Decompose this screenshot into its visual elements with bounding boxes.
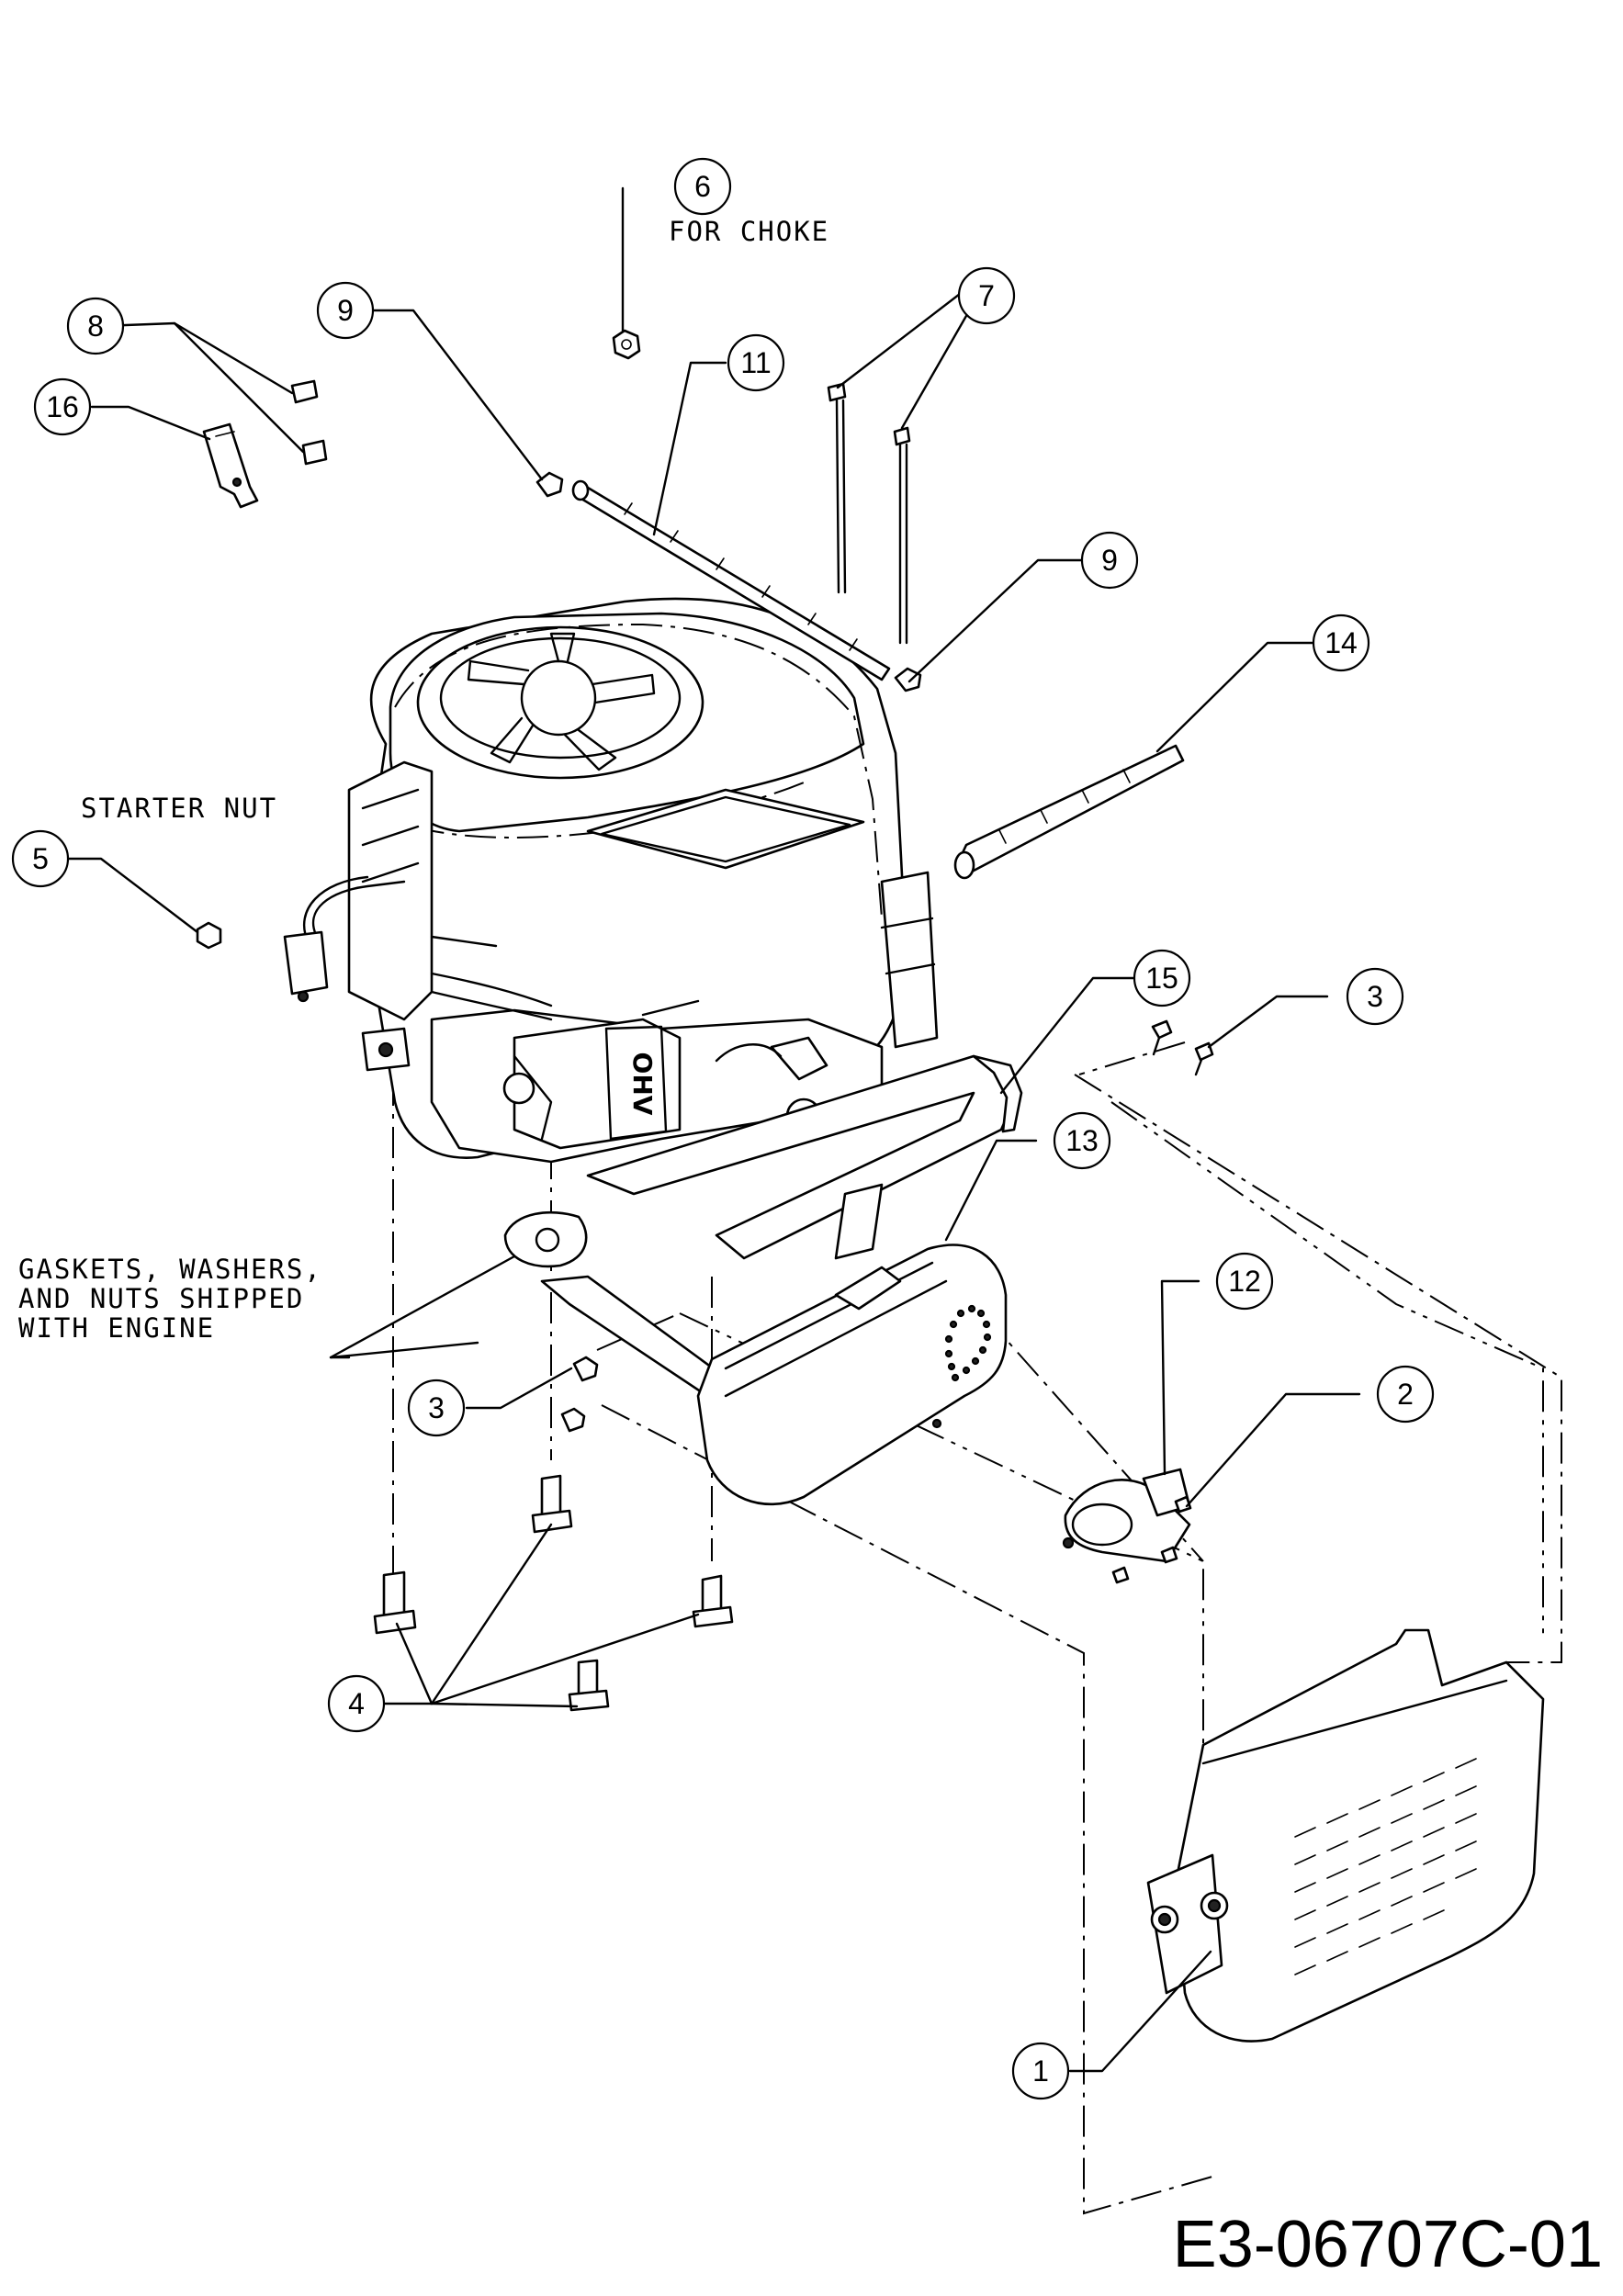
tube-14-bands bbox=[998, 769, 1131, 844]
callout-16: 16 bbox=[33, 377, 92, 436]
engine-ohv-label: OHV bbox=[627, 1052, 658, 1116]
svg-text:2: 2 bbox=[1397, 1378, 1414, 1411]
part-16-bracket bbox=[202, 422, 259, 509]
svg-text:15: 15 bbox=[1145, 962, 1178, 995]
callout-8: 8 bbox=[66, 297, 125, 355]
part-2-screw-b bbox=[1160, 1546, 1178, 1564]
svg-text:3: 3 bbox=[428, 1391, 445, 1424]
guard-slots bbox=[1294, 1758, 1477, 1975]
svg-text:3: 3 bbox=[1367, 980, 1383, 1013]
part-7-cable-ties bbox=[827, 382, 911, 645]
callout-6: 6 bbox=[673, 157, 732, 216]
svg-text:7: 7 bbox=[978, 279, 995, 312]
callout-12: 12 bbox=[1215, 1252, 1274, 1311]
callout-4: 4 bbox=[327, 1674, 386, 1733]
tube-11-bands bbox=[624, 502, 858, 651]
note-for-choke: FOR CHOKE bbox=[669, 216, 829, 247]
svg-text:6: 6 bbox=[694, 170, 711, 203]
svg-text:5: 5 bbox=[32, 842, 49, 875]
note-gaskets-line3: WITH ENGINE bbox=[18, 1312, 215, 1344]
callout-2: 2 bbox=[1376, 1365, 1435, 1424]
callout-11: 11 bbox=[727, 333, 785, 392]
callout-9b: 9 bbox=[1080, 531, 1139, 590]
callout-13: 13 bbox=[1053, 1111, 1111, 1170]
part-5-nut bbox=[196, 921, 222, 950]
svg-text:14: 14 bbox=[1324, 626, 1358, 659]
callout-3a: 3 bbox=[1346, 967, 1404, 1026]
svg-text:4: 4 bbox=[348, 1687, 365, 1720]
engine: OHV bbox=[283, 597, 939, 1164]
callout-balloons: 6 8 9 7 11 16 9 14 bbox=[11, 157, 1435, 2100]
note-starter-nut: STARTER NUT bbox=[81, 793, 277, 824]
part-3-screw-a bbox=[1151, 1019, 1173, 1040]
note-gaskets-line1: GASKETS, WASHERS, bbox=[18, 1254, 322, 1285]
callout-7: 7 bbox=[957, 266, 1016, 325]
callout-15: 15 bbox=[1133, 949, 1191, 1007]
part-3-nut-b bbox=[560, 1407, 586, 1433]
svg-text:1: 1 bbox=[1032, 2054, 1049, 2088]
notes: FOR CHOKE STARTER NUT GASKETS, WASHERS, … bbox=[18, 216, 829, 1344]
svg-text:11: 11 bbox=[740, 346, 771, 379]
part-14-tube bbox=[958, 744, 1185, 872]
part-6-nut bbox=[612, 329, 641, 360]
callout-9a: 9 bbox=[316, 281, 375, 340]
svg-text:12: 12 bbox=[1228, 1265, 1261, 1298]
svg-text:9: 9 bbox=[337, 294, 354, 327]
note-gaskets-line2: AND NUTS SHIPPED bbox=[18, 1283, 304, 1314]
svg-text:13: 13 bbox=[1065, 1124, 1099, 1157]
svg-text:16: 16 bbox=[46, 390, 79, 423]
part-4-bolts bbox=[373, 1474, 734, 1712]
part-9-clamp-b bbox=[894, 667, 922, 692]
callout-3b: 3 bbox=[407, 1379, 466, 1437]
fan-spokes bbox=[467, 632, 656, 771]
muffler-perforations bbox=[931, 1304, 992, 1429]
callout-1: 1 bbox=[1011, 2042, 1070, 2100]
part-2-screw-c bbox=[1111, 1566, 1130, 1584]
part-8-clip-b bbox=[301, 439, 328, 466]
callout-14: 14 bbox=[1312, 613, 1370, 672]
part-13-muffler bbox=[696, 1244, 1008, 1506]
part-3-nut-a bbox=[572, 1356, 599, 1382]
svg-text:9: 9 bbox=[1101, 544, 1118, 577]
part-9-clamp-a bbox=[535, 471, 564, 498]
part-15-bracket bbox=[586, 1054, 1023, 1260]
drawing-number: E3-06707C-01 bbox=[1173, 2208, 1603, 2281]
leader-lines bbox=[62, 186, 1361, 2073]
part-2-screw-a bbox=[1174, 1495, 1192, 1514]
part-1-muffler-guard bbox=[1146, 1628, 1545, 2043]
callout-5: 5 bbox=[11, 829, 70, 888]
part-8-clip-a bbox=[290, 379, 319, 404]
svg-text:8: 8 bbox=[87, 310, 104, 343]
